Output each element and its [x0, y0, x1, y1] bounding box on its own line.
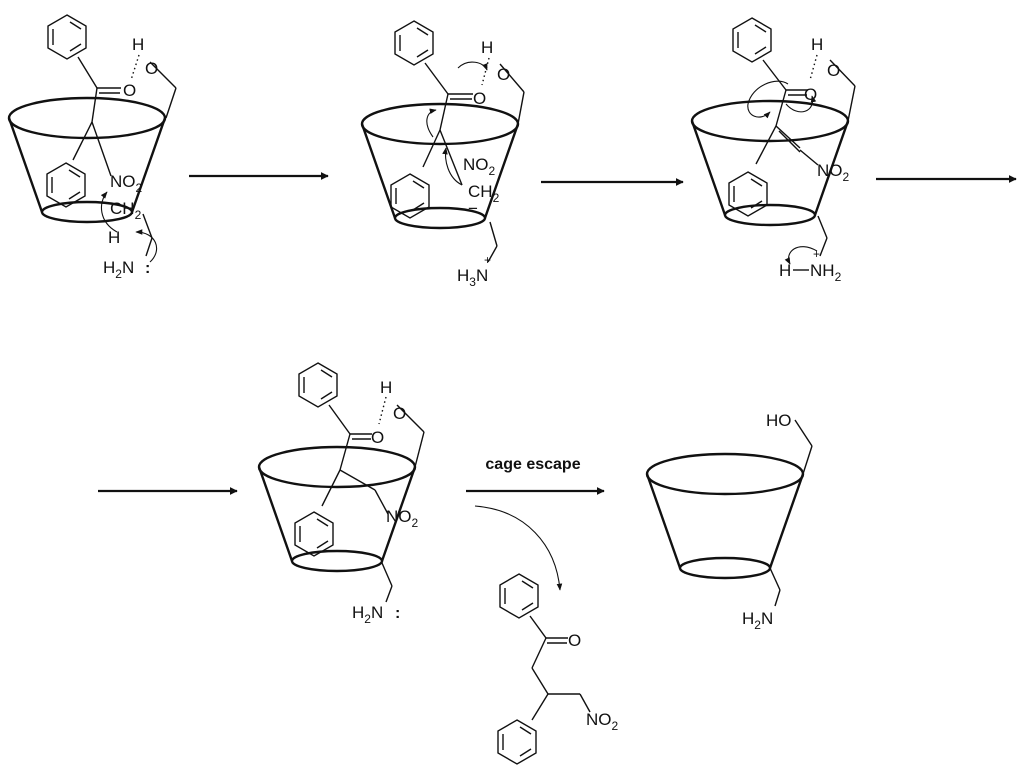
ketone-o-label: O — [804, 85, 817, 104]
h-label: H — [380, 378, 392, 397]
released-product: O NO2 — [497, 573, 619, 765]
product-no2-label: NO2 — [586, 710, 619, 733]
ketone-o-label: O — [473, 89, 486, 108]
nh2-label: NH2 — [810, 261, 842, 284]
o-label: O — [827, 61, 840, 80]
carbanion-minus: − — [468, 199, 478, 218]
h2n-label: H2N — [352, 603, 383, 626]
lone-pair: : — [145, 260, 150, 277]
h-label: H — [132, 35, 144, 54]
no2-label: NO2 — [386, 507, 419, 530]
h-label: H — [481, 38, 493, 57]
h-label-transfer: H — [779, 261, 791, 280]
ammonium-plus: + — [484, 253, 491, 267]
product-ketone-o: O — [568, 631, 581, 650]
o-label: O — [497, 65, 510, 84]
ho-label: HO — [766, 411, 792, 430]
cage-escape-label: cage escape — [485, 456, 580, 473]
h-label: H — [811, 35, 823, 54]
ch2-label: CH2 — [110, 199, 142, 222]
ammonium-plus: + — [813, 247, 820, 261]
step-2-structure: H O O NO2 CH2 − H3N + — [360, 20, 525, 289]
lone-pair: : — [395, 605, 400, 622]
regenerated-catalyst: HO H2N — [645, 411, 813, 632]
no2-label: NO2 — [817, 161, 850, 184]
ch2-label: CH2 — [468, 182, 500, 205]
release-arrow — [474, 505, 563, 591]
no2-label: NO2 — [110, 172, 143, 195]
no2-label: NO2 — [463, 155, 496, 178]
h2n-label: H2N — [742, 609, 773, 632]
h2n-label: H2N — [103, 258, 134, 281]
h-abstract-label: H — [108, 228, 120, 247]
o-label: O — [145, 59, 158, 78]
o-label: O — [393, 404, 406, 423]
ketone-o-label: O — [123, 81, 136, 100]
step-4-structure: H O O NO2 H2N : — [257, 362, 425, 626]
h3n-label: H3N — [457, 266, 488, 289]
step-1-structure: H O O NO2 CH2 H H2N : — [7, 14, 177, 281]
ketone-o-label: O — [371, 428, 384, 447]
step-3-structure: H O O NO2 H NH2 + — [690, 17, 856, 284]
